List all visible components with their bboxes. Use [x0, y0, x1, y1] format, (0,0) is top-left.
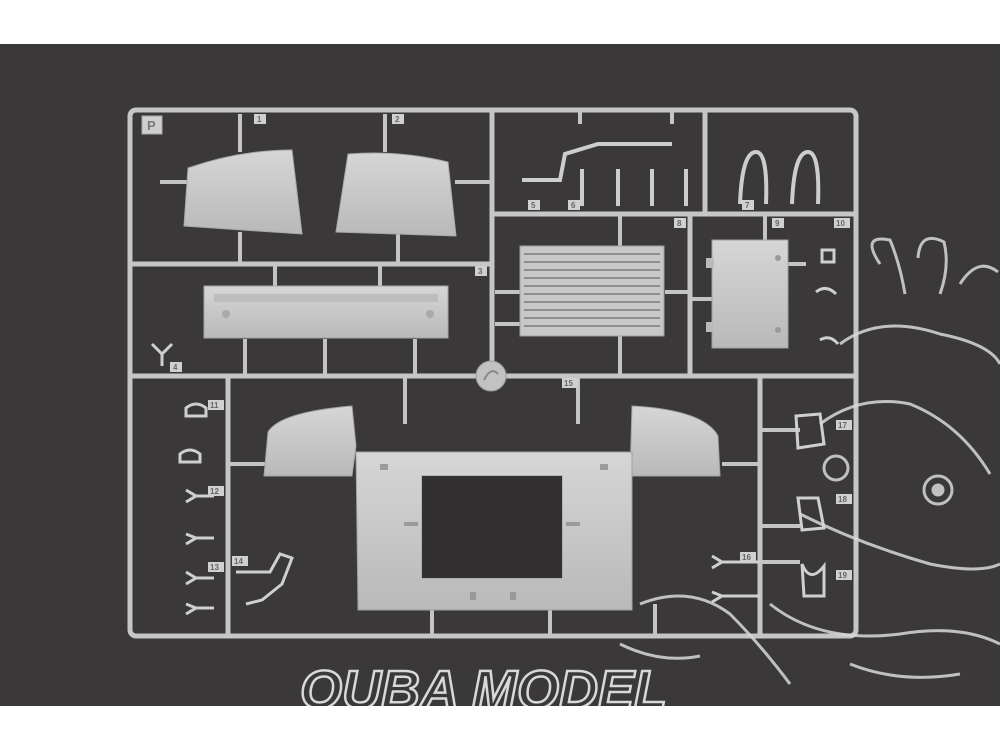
part-8-radiator-grille	[519, 245, 665, 337]
part-6-small-rods	[580, 169, 688, 206]
part-label-15: 15	[564, 379, 573, 388]
watermark-dragon-logo	[619, 237, 1000, 685]
part-label-2: 2	[395, 115, 400, 124]
part-label-1: 1	[257, 115, 262, 124]
part-15-hull-panel	[263, 405, 721, 611]
part-label-10: 10	[836, 219, 845, 228]
parts-11-14-fittings	[178, 402, 294, 616]
sprue-medallion	[475, 360, 507, 392]
part-label-8: 8	[677, 219, 682, 228]
part-label-19: 19	[838, 571, 847, 580]
part-label-9: 9	[775, 219, 780, 228]
sprue-gates	[160, 112, 806, 634]
part-label-4: 4	[173, 363, 178, 372]
part-9-access-door	[706, 239, 789, 349]
part-2-armor-panel	[335, 152, 457, 237]
part-label-12: 12	[210, 487, 219, 496]
parts-16-19-fittings	[711, 412, 826, 604]
part-label-6: 6	[571, 201, 576, 210]
watermark-text: OUBA MODEL	[300, 660, 667, 706]
part-4-small-fitting	[150, 342, 174, 366]
product-photo: P	[0, 44, 1000, 706]
part-3-bracket-beam	[203, 285, 449, 339]
part-label-7: 7	[745, 201, 750, 210]
part-number-labels: 1 2 3 4 5 6 7 8 9 10 11 12 13 14 15 16 1…	[170, 114, 852, 580]
part-label-11: 11	[210, 401, 219, 410]
part-label-3: 3	[478, 267, 483, 276]
sprue-frame	[127, 107, 859, 639]
part-7-hooks	[738, 149, 821, 205]
part-5-bent-pipe	[522, 142, 672, 182]
part-label-14: 14	[234, 557, 243, 566]
part-label-13: 13	[210, 563, 219, 572]
sprue-letter-tab: P	[141, 115, 163, 135]
part-label-17: 17	[838, 421, 847, 430]
part-label-18: 18	[838, 495, 847, 504]
sprue-letter: P	[147, 118, 156, 133]
part-10-clamps	[815, 248, 840, 345]
part-label-16: 16	[742, 553, 751, 562]
part-1-armor-panel	[183, 149, 303, 235]
part-label-5: 5	[531, 201, 536, 210]
